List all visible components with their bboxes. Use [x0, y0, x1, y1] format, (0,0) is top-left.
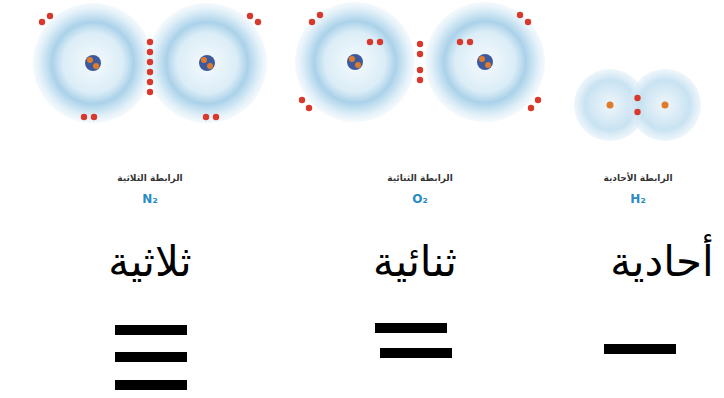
n2-molecule: [33, 3, 267, 123]
electron: [91, 114, 97, 120]
nucleus: [207, 63, 213, 69]
electron: [39, 19, 45, 25]
bond-type-word: أحادية: [610, 237, 713, 287]
double-bond-line: [380, 348, 452, 358]
bond-type-word: ثلاثية: [108, 237, 192, 287]
nucleus: [349, 56, 355, 62]
electron: [299, 97, 305, 103]
nucleus: [87, 57, 93, 63]
nucleus: [85, 55, 215, 71]
electron: [39, 13, 261, 120]
electron: [147, 79, 153, 85]
bond-type-word: ثنائية: [373, 237, 457, 287]
electron: [247, 13, 253, 19]
h2-molecule: [574, 69, 701, 141]
electron: [457, 39, 463, 45]
electron: [147, 59, 153, 65]
electron: [417, 41, 423, 47]
electron: [81, 114, 87, 120]
electron: [377, 39, 383, 45]
electron: [417, 77, 423, 83]
electron: [528, 105, 534, 111]
electron: [203, 114, 209, 120]
atom-cloud: [147, 3, 267, 123]
electron: [517, 12, 523, 18]
electron: [367, 39, 373, 45]
electron: [299, 12, 541, 111]
electron: [317, 12, 323, 18]
nucleus: [201, 57, 207, 63]
atom-cloud: [295, 2, 415, 122]
atom-cloud: [629, 69, 701, 141]
electron: [417, 51, 423, 57]
double-bond-line: [375, 323, 447, 333]
electron: [147, 69, 153, 75]
bond-caption: الرابطة الثنائية: [387, 173, 453, 184]
electron: [535, 97, 541, 103]
bond-symbol: [115, 323, 676, 390]
atom-cloud: [33, 3, 153, 123]
nucleus: [607, 102, 614, 109]
single-bond-line: [604, 344, 676, 354]
bond-caption: الرابطة الأحادية: [604, 173, 673, 184]
nucleus: [479, 56, 485, 62]
o2-molecule: [295, 2, 545, 122]
electron: [525, 19, 531, 25]
nucleus: [199, 55, 215, 71]
electron: [634, 95, 640, 101]
electron: [634, 109, 640, 115]
molecule-formula: O₂: [412, 192, 427, 206]
electron: [306, 105, 312, 111]
bond-caption: الرابطة الثلاثية: [117, 173, 182, 184]
electron: [467, 39, 473, 45]
nucleus: [485, 62, 491, 68]
nucleus: [477, 54, 493, 70]
atom-cloud: [425, 2, 545, 122]
triple-bond-line: [115, 325, 187, 335]
triple-bond-line: [115, 380, 187, 390]
electron: [47, 13, 53, 19]
nucleus: [355, 62, 361, 68]
triple-bond-line: [115, 352, 187, 362]
electron: [147, 89, 153, 95]
electron: [147, 49, 153, 55]
nucleus: [347, 54, 363, 70]
electron: [147, 39, 153, 45]
molecule-formula: H₂: [630, 192, 645, 206]
electron: [309, 19, 315, 25]
nucleus: [93, 63, 99, 69]
molecule-formula: N₂: [142, 192, 157, 206]
nucleus: [85, 55, 101, 71]
electron: [255, 19, 261, 25]
nucleus: [662, 102, 669, 109]
electron: [213, 114, 219, 120]
electron: [417, 67, 423, 73]
